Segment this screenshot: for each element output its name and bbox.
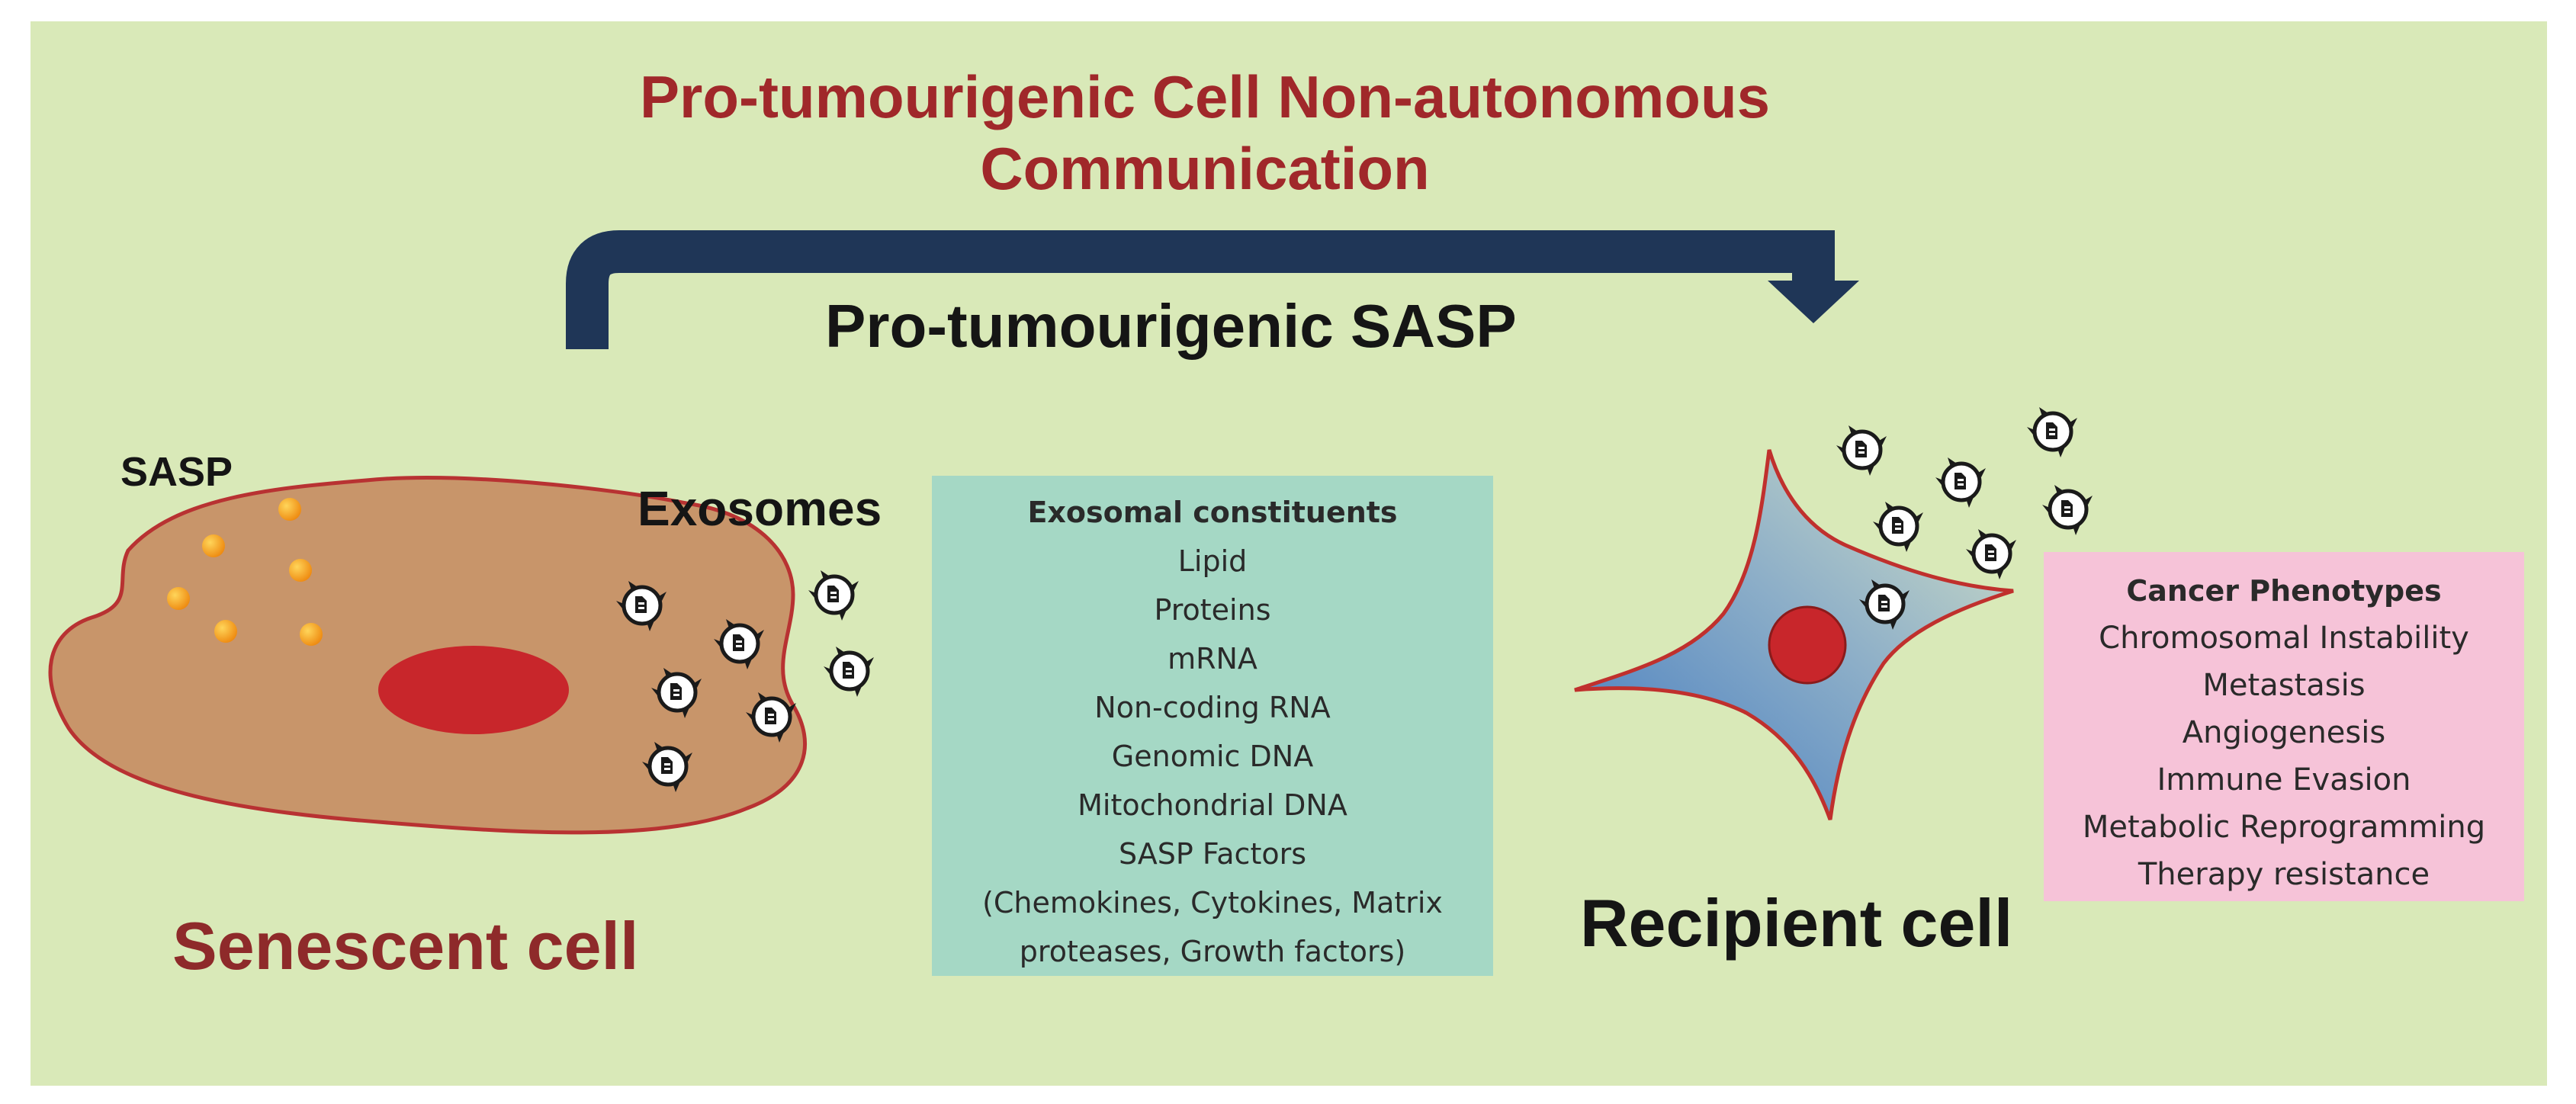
senescent-nucleus — [378, 646, 569, 734]
exosomal-item: proteases, Growth factors) — [1019, 935, 1406, 968]
diagram-title-line2: Communication — [980, 135, 1430, 202]
exosomal-item: (Chemokines, Cytokines, Matrix — [982, 886, 1443, 919]
exosomal-constituents-heading: Exosomal constituents — [1027, 496, 1398, 529]
diagram-title-line1: Pro-tumourigenic Cell Non-autonomous — [640, 63, 1770, 130]
flow-arrow-shaft — [566, 230, 1835, 349]
recipient-cell-label: Recipient cell — [1580, 885, 2013, 961]
senescent-cell-label: Senescent cell — [172, 908, 639, 984]
exosomal-item: mRNA — [1168, 642, 1257, 676]
flow-arrow-head — [1768, 281, 1859, 323]
phenotype-item: Metastasis — [2202, 668, 2366, 703]
phenotype-item: Chromosomal Instability — [2099, 621, 2469, 656]
diagram-title: Pro-tumourigenic Cell Non-autonomous Com… — [412, 61, 1998, 204]
exosomal-item: Non-coding RNA — [1094, 691, 1331, 724]
cancer-phenotypes-box: Cancer Phenotypes Chromosomal Instabilit… — [2044, 552, 2524, 901]
phenotype-item: Immune Evasion — [2157, 762, 2411, 798]
phenotype-item: Angiogenesis — [2182, 715, 2386, 750]
cancer-phenotypes-heading: Cancer Phenotypes — [2126, 574, 2442, 608]
exosomes-label: Exosomes — [638, 481, 882, 536]
flow-label: Pro-tumourigenic SASP — [825, 292, 1517, 360]
phenotype-item: Metabolic Reprogramming — [2082, 810, 2486, 845]
exosomal-item: SASP Factors — [1118, 837, 1307, 871]
exosomal-item: Lipid — [1177, 544, 1248, 578]
exosomal-item: Mitochondrial DNA — [1078, 788, 1347, 822]
exosomal-constituents-box: Exosomal constituents Lipid Proteins mRN… — [932, 476, 1493, 976]
sasp-label: SASP — [120, 449, 233, 495]
phenotype-item: Therapy resistance — [2138, 857, 2430, 892]
sasp-droplet-icon — [167, 498, 323, 646]
recipient-nucleus — [1768, 605, 1847, 685]
exosomal-item: Proteins — [1154, 593, 1271, 627]
exosomal-item: Genomic DNA — [1111, 740, 1314, 773]
